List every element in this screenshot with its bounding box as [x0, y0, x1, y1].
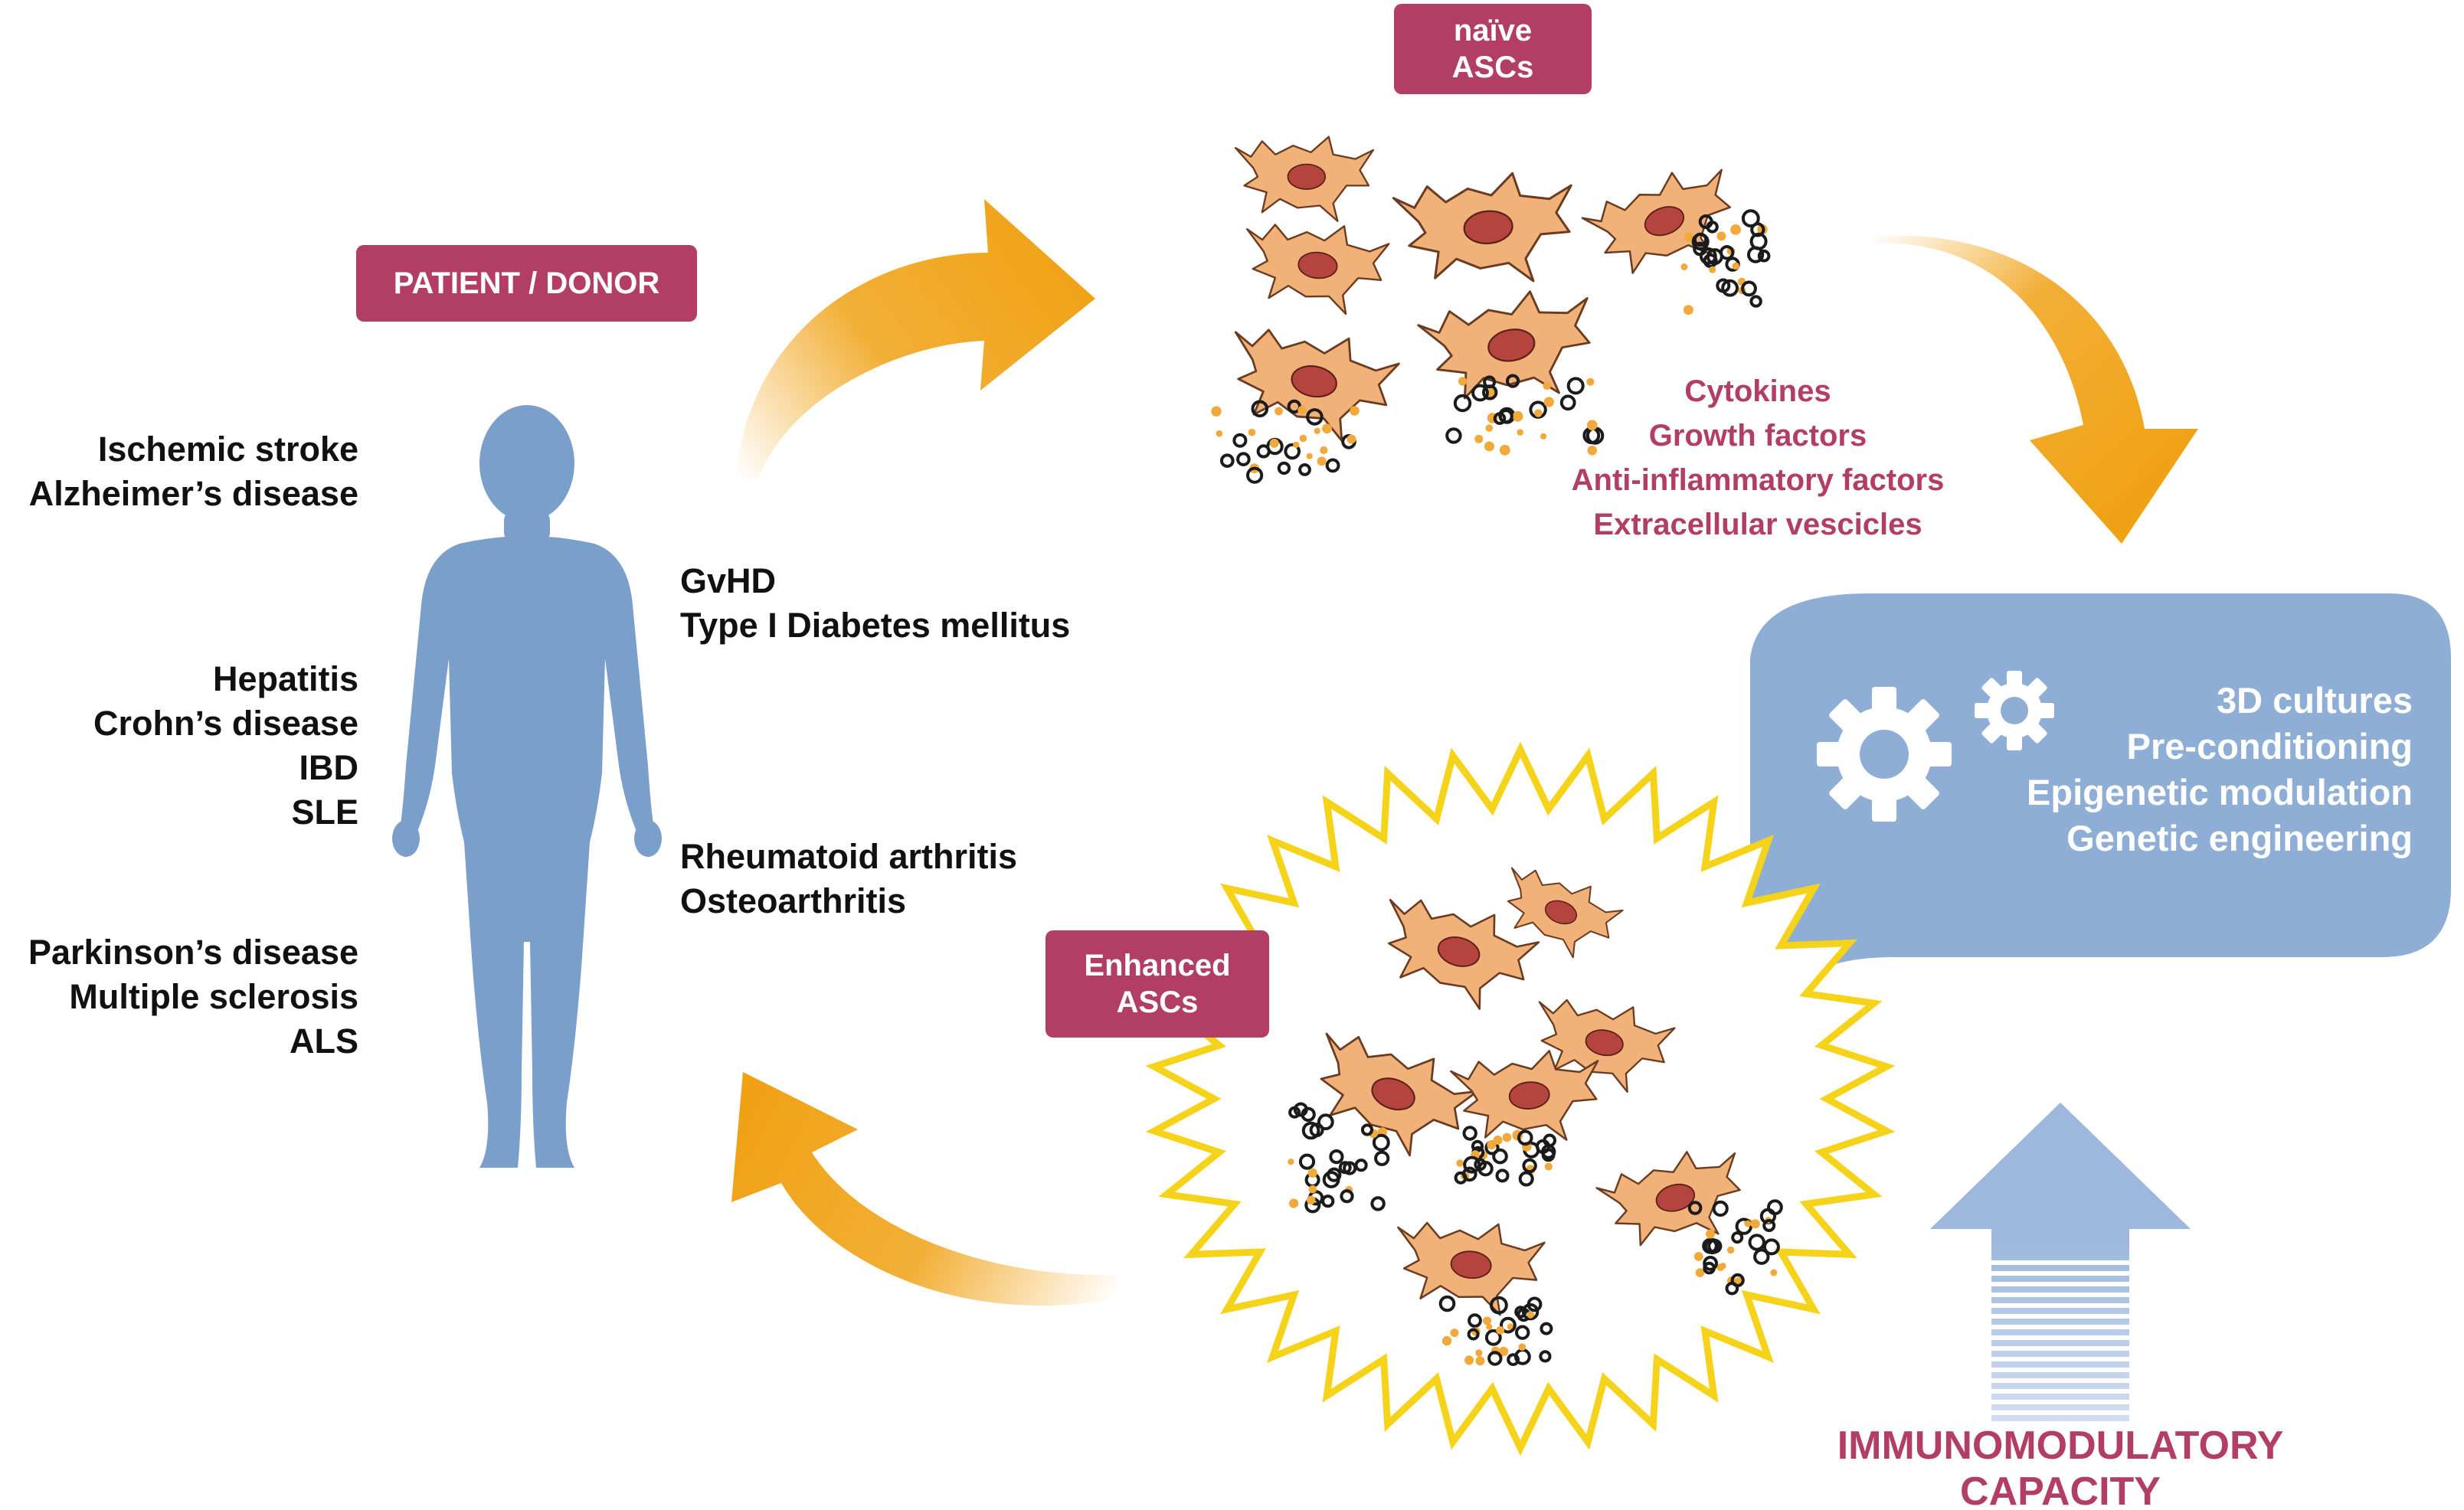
cell-icon	[1581, 168, 1731, 274]
disease-item: Parkinson’s disease	[28, 933, 358, 972]
disease-item: Rheumatoid arthritis	[680, 837, 1018, 876]
disease-item: IBD	[299, 748, 359, 787]
capacity-arrow	[1930, 1103, 2191, 1424]
disease-item: Crohn’s disease	[93, 704, 358, 743]
enhanced-cell-cluster	[1288, 867, 1783, 1366]
immunomodulatory-capacity-label: IMMUNOMODULATORY CAPACITY	[1785, 1423, 2336, 1510]
arrow-to-patient	[731, 1072, 1118, 1306]
factor-item: Growth factors	[1648, 419, 1867, 453]
disease-item: Hepatitis	[212, 659, 358, 698]
enhanced-asc-label-line2: ASCs	[1116, 985, 1199, 1019]
vesicle-cluster-icon	[1211, 399, 1360, 484]
arrow-to-naive	[735, 199, 1095, 479]
gear-icon	[1817, 671, 2054, 822]
disease-item: Alzheimer’s disease	[28, 474, 358, 513]
patient-donor-tag: PATIENT / DONOR	[356, 245, 697, 322]
cell-icon	[1320, 1032, 1479, 1157]
vesicle-cluster-icon	[1454, 1126, 1556, 1187]
disease-item: Ischemic stroke	[97, 430, 358, 469]
naive-asc-label-line1: naïve	[1453, 14, 1533, 47]
method-item: Epigenetic modulation	[2027, 772, 2413, 812]
disease-item: ALS	[290, 1021, 358, 1061]
method-item: 3D cultures	[2217, 680, 2413, 721]
disease-item: Multiple sclerosis	[69, 977, 358, 1016]
capacity-line1: IMMUNOMODULATORY	[1837, 1423, 2284, 1468]
cell-icon	[1392, 172, 1572, 283]
secreted-factors-list: Cytokines Growth factors Anti-inflammato…	[1555, 369, 1961, 547]
patient-donor-label: PATIENT / DONOR	[393, 266, 660, 300]
factor-item: Anti-inflammatory factors	[1571, 463, 1945, 497]
disease-list-joint: Rheumatoid arthritis Osteoarthritis	[680, 835, 1017, 923]
disease-list-neuro-1: Ischemic stroke Alzheimer’s disease	[0, 427, 358, 516]
factor-item: Extracellular vescicles	[1593, 508, 1922, 541]
cell-icon	[1234, 328, 1400, 442]
enhanced-asc-label-line1: Enhanced	[1084, 949, 1231, 982]
cell-icon	[1397, 1221, 1546, 1316]
disease-item: GvHD	[680, 561, 777, 600]
enhanced-asc-tag: Enhanced ASCs	[1045, 930, 1269, 1038]
vesicle-cluster-icon	[1680, 209, 1771, 315]
naive-cell-cluster	[1211, 136, 1771, 484]
cell-icon	[1417, 290, 1591, 400]
vesicle-cluster-icon	[1687, 1199, 1783, 1296]
vesicle-cluster-icon	[1288, 1102, 1390, 1214]
naive-asc-label-line2: ASCs	[1451, 51, 1534, 84]
disease-list-neuro-2: Parkinson’s disease Multiple sclerosis A…	[0, 930, 358, 1064]
cell-icon	[1246, 224, 1390, 315]
method-item: Pre-conditioning	[2126, 726, 2413, 766]
enhancement-methods-list: 3D cultures Pre-conditioning Epigenetic …	[1991, 678, 2413, 861]
cell-icon	[1595, 1151, 1741, 1247]
vesicle-cluster-icon	[1438, 1295, 1553, 1366]
capacity-line2: CAPACITY	[1960, 1469, 2161, 1510]
arrow-to-enhancement	[1854, 235, 2198, 544]
disease-item: Type I Diabetes mellitus	[680, 606, 1071, 645]
disease-list-immune: GvHD Type I Diabetes mellitus	[680, 559, 1070, 648]
disease-item: Osteoarthritis	[680, 881, 907, 920]
disease-item: SLE	[291, 793, 358, 832]
naive-asc-tag: naïve ASCs	[1394, 4, 1592, 94]
vesicle-cluster-icon	[1445, 374, 1605, 456]
cell-icon	[1388, 898, 1540, 1010]
cell-icon	[1234, 136, 1374, 222]
factor-item: Cytokines	[1684, 374, 1831, 408]
cell-icon	[1450, 1050, 1599, 1141]
human-figure-icon	[392, 405, 662, 1168]
disease-list-inflammatory: Hepatitis Crohn’s disease IBD SLE	[0, 657, 358, 835]
cell-icon	[1507, 867, 1624, 959]
method-item: Genetic engineering	[2066, 818, 2413, 858]
